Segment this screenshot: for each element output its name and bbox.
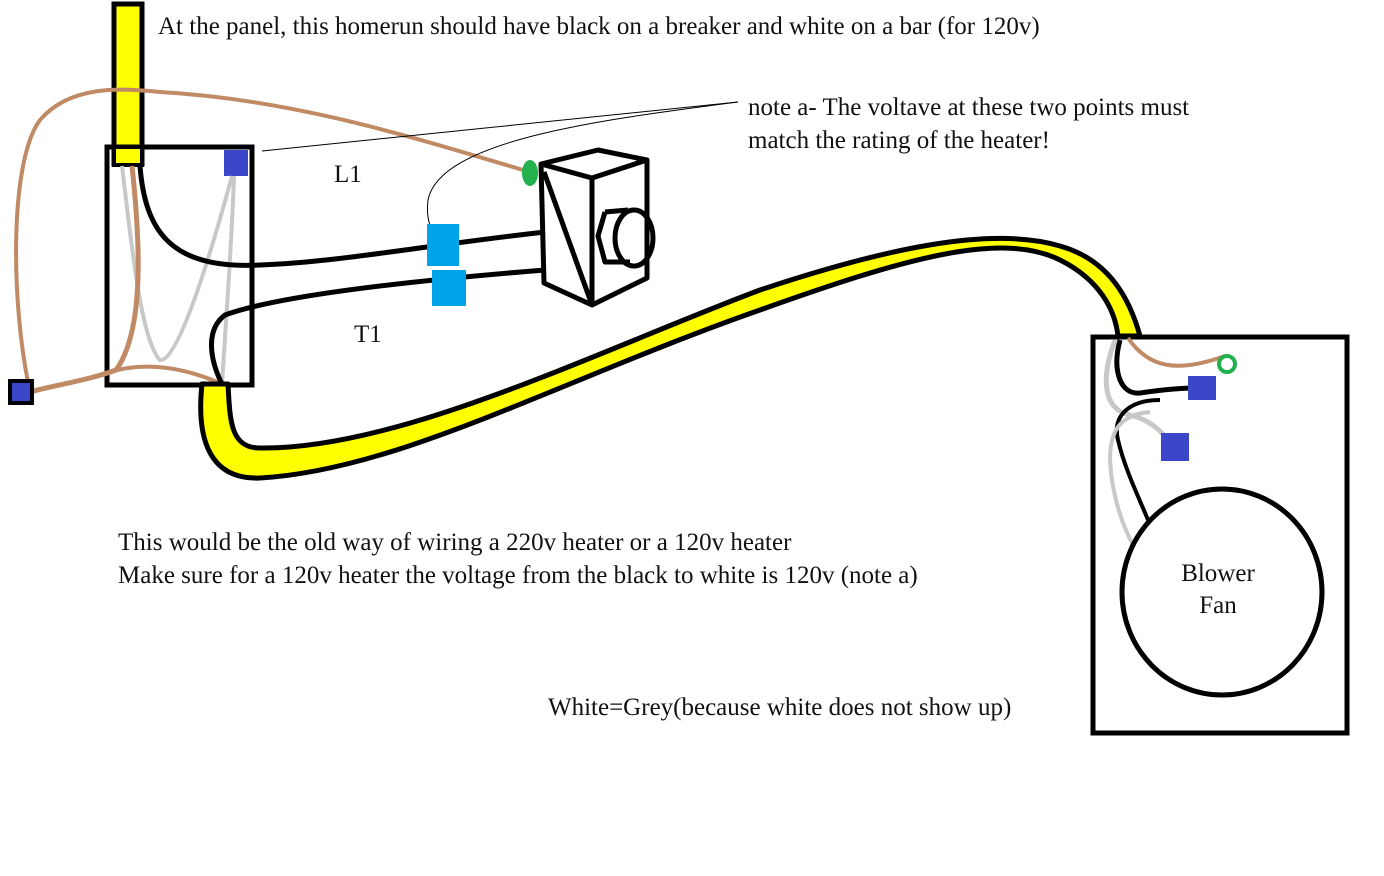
description-line1: This would be the old way of wiring a 22… <box>118 529 792 556</box>
ground-wire-to-cable <box>109 364 223 386</box>
note-a-line2: match the rating of the heater! <box>748 127 1050 154</box>
fan-label-line2: Fan <box>1199 592 1237 619</box>
wire-nut-blower-hot <box>1188 376 1216 400</box>
blower-fan-motor <box>1119 486 1325 698</box>
thermostat-device <box>538 147 656 308</box>
neutral-wire-loop <box>120 165 234 362</box>
wire-nut-blower-neutral <box>1161 433 1189 461</box>
ground-wire-in-box <box>29 165 141 395</box>
panel-note: At the panel, this homerun should have b… <box>158 13 1040 40</box>
blower-box <box>1090 334 1350 736</box>
terminal-t1 <box>432 270 466 306</box>
ground-screw-blower <box>1217 354 1237 374</box>
cable-to-blower <box>198 235 1143 481</box>
neutral-wire-to-cable <box>220 175 236 385</box>
legend-note: White=Grey(because white does not show u… <box>548 694 1012 721</box>
ground-screw-thermostat <box>522 160 538 186</box>
terminal-label-l1: L1 <box>334 161 362 188</box>
terminal-label-t1: T1 <box>354 321 382 348</box>
fan-label-line1: Blower <box>1181 560 1255 587</box>
ground-screw-left <box>8 379 34 405</box>
ground-wire-to-thermostat <box>14 87 531 393</box>
fan-lead-grey <box>1107 410 1151 546</box>
fan-lead-black <box>1114 398 1161 521</box>
blower-hot-wire <box>1114 339 1199 396</box>
blower-ground-wire <box>1126 336 1226 368</box>
terminal-l1 <box>427 224 459 266</box>
note-leader-1 <box>261 101 739 152</box>
description-line2: Make sure for a 120v heater the voltage … <box>118 562 918 589</box>
wire-nut-neutral <box>224 150 248 176</box>
note-a-line1: note a- The voltave at these two points … <box>748 94 1190 121</box>
homerun-cable <box>111 1 145 167</box>
